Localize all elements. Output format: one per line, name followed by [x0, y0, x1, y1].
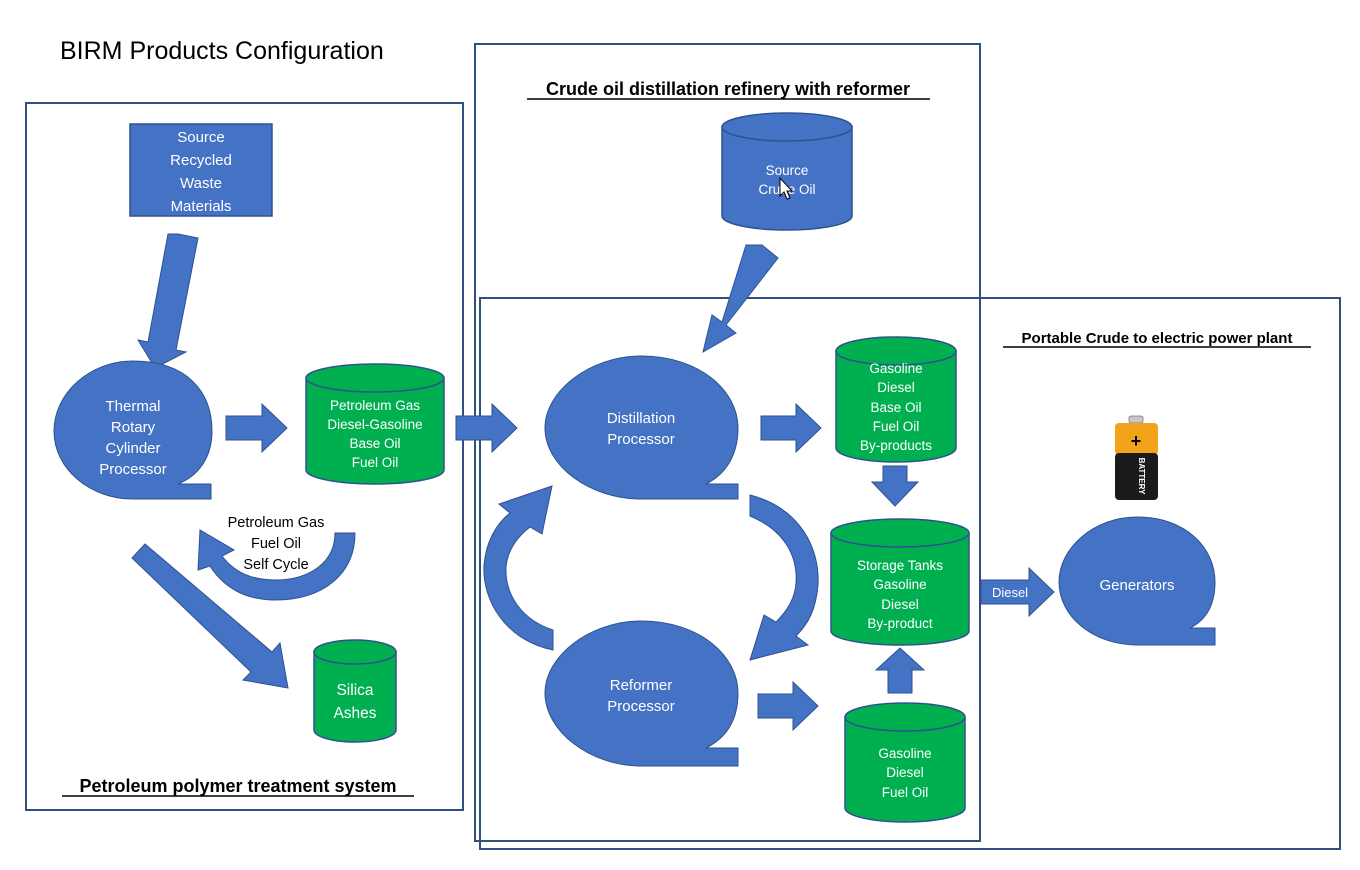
storage-line: Gasoline	[873, 577, 926, 592]
silica-line: Silica	[336, 682, 373, 699]
source-crude-tank	[721, 112, 853, 231]
petroleum-products-line: Diesel-Gasoline	[327, 417, 422, 432]
thermal-line: Cylinder	[105, 440, 160, 457]
petroleum-products-line: Fuel Oil	[352, 455, 399, 470]
distillation-line: Distillation	[607, 410, 675, 427]
battery-terminal	[1128, 415, 1144, 424]
polymer-section-frame	[25, 102, 464, 811]
storage-line: Storage Tanks	[857, 558, 943, 573]
source-crude-tank-body	[721, 126, 853, 231]
arrow-reformer-products-to-storage	[874, 647, 926, 694]
reformer-products-tank	[844, 702, 966, 823]
source-crude-line: Source	[766, 163, 809, 178]
storage-line: Diesel	[881, 597, 919, 612]
silica-ashes-tank	[313, 639, 397, 743]
arrow-reformer-to-distillation	[483, 485, 554, 651]
source-recycled-box	[129, 123, 273, 217]
source-recycled-line: Recycled	[170, 152, 232, 169]
arrow-reformer-to-products	[757, 680, 819, 732]
distillation-line: Processor	[607, 431, 675, 448]
reformer-line: Processor	[607, 698, 675, 715]
silica-ashes-tank-body	[313, 651, 397, 743]
battery-label: BATTERY	[1137, 458, 1146, 496]
arrow-crude-to-distillation	[702, 244, 779, 354]
polymer-section-title: Petroleum polymer treatment system	[79, 776, 396, 796]
thermal-processor-shape	[53, 360, 213, 500]
thermal-line: Processor	[99, 461, 167, 478]
arrow-products-to-distillation	[455, 402, 518, 454]
source-recycled-label: Source Recycled Waste Materials	[170, 129, 232, 215]
distill-products-line: Fuel Oil	[873, 419, 920, 434]
refinery-section-title: Crude oil distillation refinery with ref…	[546, 79, 910, 99]
arrow-thermal-to-products	[225, 402, 288, 454]
distillation-products-tank-top	[835, 336, 957, 366]
petroleum-products-tank-body	[305, 377, 445, 485]
reformer-products-line: Diesel	[886, 765, 924, 780]
arrow-products-to-storage	[870, 465, 920, 507]
self-cycle-line: Petroleum Gas	[228, 515, 325, 531]
reformer-line: Reformer	[610, 677, 673, 694]
source-crude-tank-top	[721, 112, 853, 142]
arrow-thermal-to-silica	[131, 543, 289, 689]
generators-label: Generators	[1099, 577, 1174, 594]
arrow-distillation-to-products	[760, 402, 822, 454]
petroleum-products-tank-top	[305, 363, 445, 393]
refinery-section-frame	[474, 43, 981, 842]
generators-shape	[1058, 516, 1216, 646]
page-title: BIRM Products Configuration	[60, 37, 384, 65]
mouse-pointer-icon	[779, 176, 794, 200]
reformer-products-tank-body	[844, 716, 966, 823]
arrow-source-to-thermal	[136, 233, 199, 369]
reformer-products-line: Fuel Oil	[882, 785, 929, 800]
silica-line: Ashes	[333, 705, 376, 722]
distill-products-line: By-products	[860, 438, 932, 453]
petroleum-products-tank	[305, 363, 445, 485]
storage-tanks-top	[830, 518, 970, 548]
storage-line: By-product	[867, 616, 933, 631]
distillation-products-tank	[835, 336, 957, 463]
power-section-frame	[479, 297, 1341, 850]
distillation-products-tank-body	[835, 350, 957, 463]
battery-plus-sign: +	[1131, 431, 1142, 451]
source-recycled-line: Source	[177, 129, 225, 146]
petroleum-products-line: Petroleum Gas	[330, 398, 420, 413]
self-cycle-arrow	[197, 529, 356, 601]
arrow-distillation-to-reformer	[749, 494, 819, 661]
diesel-arrow-label: Diesel	[992, 585, 1028, 600]
battery-cap	[1115, 423, 1158, 455]
distillation-processor-shape	[544, 355, 739, 500]
self-cycle-line: Self Cycle	[243, 557, 308, 573]
reformer-products-tank-top	[844, 702, 966, 732]
source-recycled-line: Materials	[171, 198, 232, 215]
thermal-line: Rotary	[111, 419, 156, 436]
power-section-title: Portable Crude to electric power plant	[1022, 330, 1293, 347]
storage-tanks-body	[830, 532, 970, 646]
source-recycled-line: Waste	[180, 175, 222, 192]
distill-products-line: Diesel	[877, 380, 915, 395]
reformer-processor-shape	[544, 620, 739, 767]
battery-body	[1115, 453, 1158, 500]
storage-tanks	[830, 518, 970, 646]
battery-icon: + BATTERY	[1115, 415, 1158, 500]
silica-ashes-tank-top	[313, 639, 397, 665]
petroleum-products-line: Base Oil	[349, 436, 400, 451]
thermal-line: Thermal	[105, 398, 160, 415]
distill-products-line: Base Oil	[870, 400, 921, 415]
distill-products-line: Gasoline	[869, 361, 922, 376]
reformer-products-line: Gasoline	[878, 746, 931, 761]
self-cycle-line: Fuel Oil	[251, 536, 301, 552]
arrow-storage-to-generators	[980, 566, 1055, 618]
